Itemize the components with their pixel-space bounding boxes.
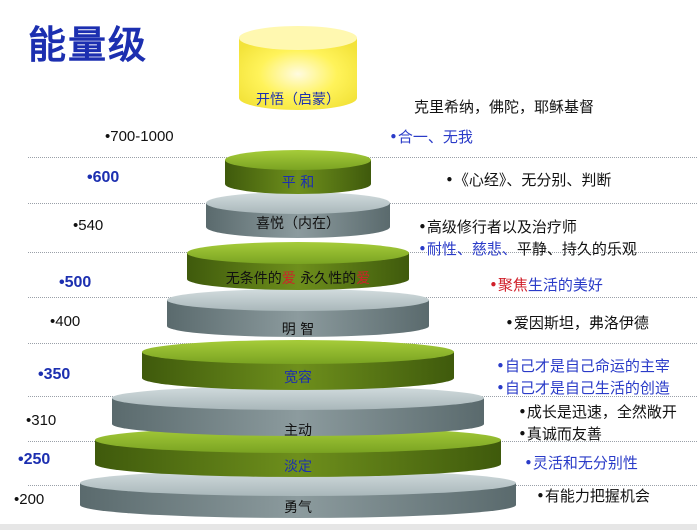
page-title: 能量级 <box>28 23 149 67</box>
pyramid-tier: 喜悦（内在） <box>206 192 390 238</box>
pyramid-tier: 宽容 <box>142 340 454 390</box>
tier-top <box>112 386 484 410</box>
pyramid-tier: 勇气 <box>80 470 516 518</box>
level-value: •400 <box>50 313 81 330</box>
pyramid-tier: 平 和 <box>225 150 371 194</box>
tier-label: 喜悦（内在） <box>256 216 340 232</box>
tier-label-part: 爱 <box>282 271 296 287</box>
bottom-strip <box>0 524 697 530</box>
note-text: •高级修行者以及治疗师 <box>418 218 577 236</box>
tier-top <box>167 289 429 311</box>
note-text: •耐性、慈悲、平静、持久的乐观 <box>418 238 637 259</box>
note-emphasis: •耐性、慈悲、 <box>418 240 517 258</box>
tier-label-part: 爱 <box>356 271 370 287</box>
tier-label: 开悟（启蒙） <box>256 92 340 108</box>
pyramid-tier: 无条件的爱 永久性的爱 <box>187 242 409 290</box>
note-text: •成长是迅速，全然敞开 <box>518 403 677 421</box>
tier-label-part: 无条件的 <box>226 270 282 287</box>
tier-label: 平 和 <box>282 175 314 191</box>
note-emphasis: •聚焦 <box>489 276 528 294</box>
level-value: •200 <box>14 491 45 508</box>
note-text: •有能力把握机会 <box>536 487 650 505</box>
note-text: •真诚而友善 <box>518 425 602 443</box>
level-value: •250 <box>18 451 51 468</box>
note-text: •爱因斯坦，弗洛伊德 <box>505 314 649 332</box>
level-value: •500 <box>59 274 92 291</box>
level-value: •600 <box>87 169 120 186</box>
level-value: •540 <box>73 217 104 234</box>
note-text: •《心经》、无分别、判断 <box>445 171 612 189</box>
tier-label: 淡定 <box>284 459 312 475</box>
tier-top <box>225 150 371 170</box>
level-value: •310 <box>26 412 57 429</box>
tier-label-part: 永久性的 <box>296 271 356 287</box>
note-rest: 生活的美好 <box>527 276 603 294</box>
tier-top <box>80 470 516 496</box>
tier-top <box>187 242 409 264</box>
pyramid-tier: 主动 <box>112 386 484 439</box>
tier-top <box>206 192 390 214</box>
tier-label: 无条件的爱 永久性的爱 <box>226 270 370 287</box>
note-text: •灵活和无分别性 <box>524 454 638 472</box>
pyramid-tier: 开悟（启蒙） <box>239 26 357 110</box>
tier-top <box>142 340 454 364</box>
note-text: •聚焦生活的美好 <box>489 274 603 295</box>
level-value: •700-1000 <box>105 128 174 145</box>
tier-label: 宽容 <box>284 369 312 386</box>
note-text: •合一、无我 <box>389 128 473 146</box>
note-rest: 平静、持久的乐观 <box>516 240 637 258</box>
tier-top <box>239 26 357 50</box>
tier-label: 明 智 <box>282 322 314 338</box>
tier-side <box>239 38 357 110</box>
note-text: •自己才是自己生活的创造 <box>496 379 670 397</box>
note-text: 克里希纳，佛陀，耶稣基督 <box>414 98 595 116</box>
level-value: •350 <box>38 366 71 383</box>
tier-label: 主动 <box>284 423 312 439</box>
pyramid-tier: 明 智 <box>167 289 429 338</box>
tier-label: 勇气 <box>284 500 312 516</box>
note-text: •自己才是自己命运的主宰 <box>496 357 670 375</box>
